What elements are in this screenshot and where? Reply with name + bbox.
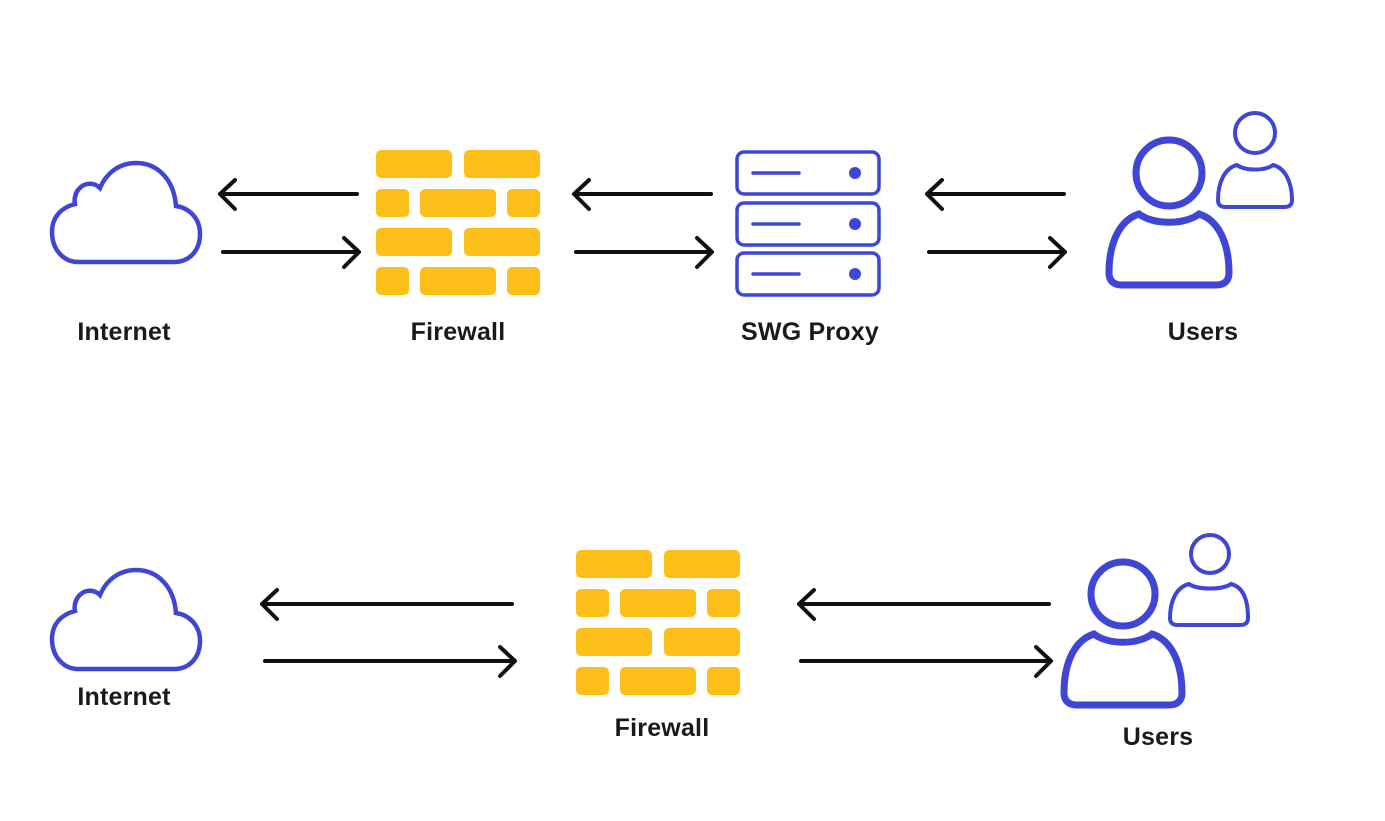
firewall-label: Firewall <box>410 318 506 346</box>
users-icon <box>1060 533 1251 709</box>
arrow-left-users-to-proxy <box>925 178 1066 211</box>
arrow-right-internet-to-firewall <box>263 645 517 678</box>
internet-label: Internet <box>77 318 171 346</box>
brick-wall-icon <box>576 550 740 695</box>
firewall-label: Firewall <box>614 714 710 742</box>
users-label: Users <box>1122 723 1194 751</box>
users-icon <box>1105 111 1295 289</box>
arrow-right-firewall-to-proxy <box>574 236 714 269</box>
swg-proxy-label: SWG Proxy <box>741 318 879 346</box>
brick-wall-icon <box>376 150 540 295</box>
arrow-right-internet-to-firewall <box>221 236 361 269</box>
arrow-left-proxy-to-firewall <box>572 178 713 211</box>
cloud-icon <box>49 567 203 672</box>
users-label: Users <box>1167 318 1239 346</box>
arrow-left-firewall-to-internet <box>260 588 514 621</box>
internet-label: Internet <box>77 683 171 711</box>
arrow-right-proxy-to-users <box>927 236 1067 269</box>
arrow-right-firewall-to-users <box>799 645 1053 678</box>
server-stack-icon <box>735 150 881 297</box>
arrow-left-firewall-to-internet <box>218 178 359 211</box>
arrow-left-users-to-firewall <box>797 588 1051 621</box>
cloud-icon <box>49 160 203 265</box>
